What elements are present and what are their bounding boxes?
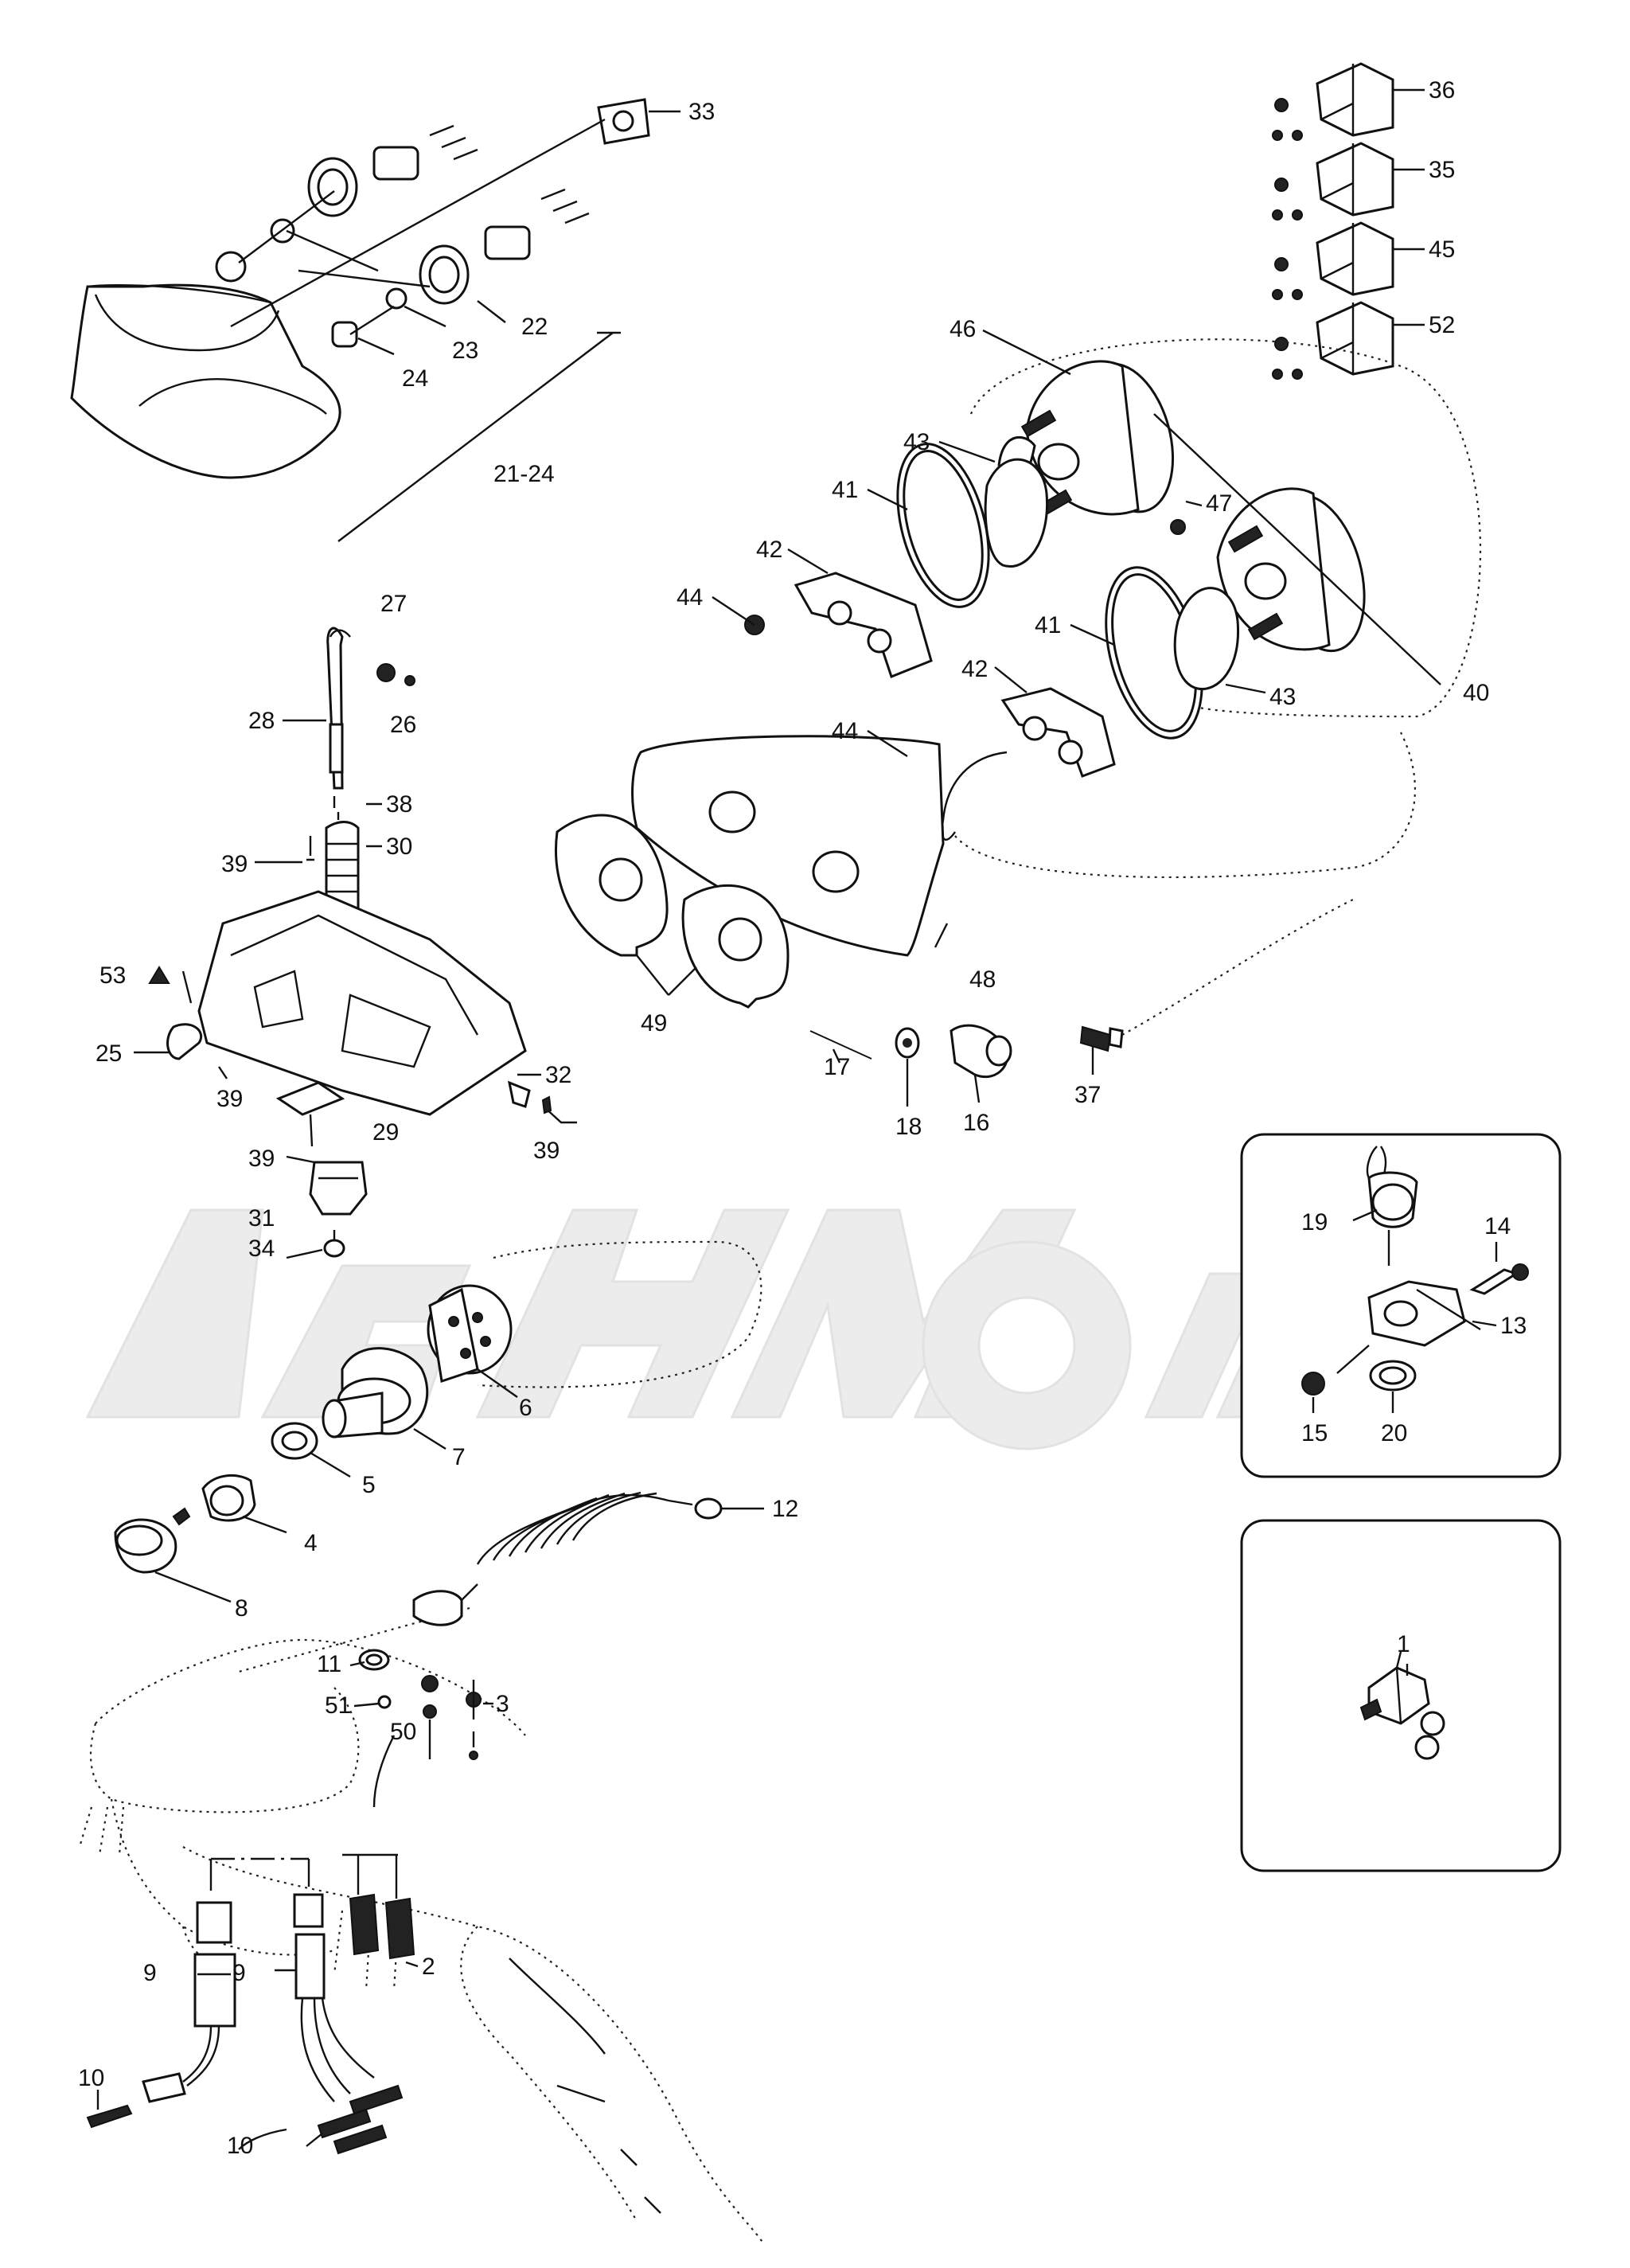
callout-39c: 39 — [533, 1138, 560, 1164]
speedo-cable — [809, 899, 1354, 1103]
lamp-45 — [1272, 221, 1394, 300]
callout-32: 32 — [545, 1062, 571, 1088]
flasher-relay-box — [1240, 1133, 1562, 1478]
callout-9a: 9 — [143, 1960, 157, 1986]
callout-10b: 10 — [227, 2133, 253, 2159]
callout-14: 14 — [1484, 1213, 1511, 1239]
callout-19: 19 — [1301, 1209, 1328, 1235]
callout-8: 8 — [235, 1595, 248, 1622]
lamp-36 — [1272, 62, 1394, 141]
callout-30: 30 — [386, 833, 412, 860]
callout-2: 2 — [422, 1954, 435, 1980]
callout-40: 40 — [1463, 680, 1489, 706]
callout-18: 18 — [895, 1114, 922, 1140]
callout-53: 53 — [99, 962, 126, 989]
callout-41a: 41 — [832, 477, 858, 503]
callout-39d: 39 — [248, 1146, 275, 1172]
callout-43b: 43 — [1269, 684, 1296, 710]
callout-17: 17 — [824, 1054, 850, 1080]
lamp-35 — [1272, 142, 1394, 221]
callout-7: 7 — [452, 1444, 466, 1470]
callout-27: 27 — [380, 591, 407, 617]
leader-lines — [96, 110, 1498, 2147]
callout-34: 34 — [248, 1235, 275, 1262]
callout-22: 22 — [521, 314, 548, 340]
callout-44a: 44 — [677, 584, 703, 611]
callout-13: 13 — [1500, 1313, 1527, 1339]
callout-15: 15 — [1301, 1420, 1328, 1446]
callout-42a: 42 — [756, 537, 782, 563]
callout-16: 16 — [963, 1110, 989, 1136]
headlight-stay — [148, 627, 577, 1258]
callout-44b: 44 — [832, 718, 858, 744]
callout-39a: 39 — [221, 851, 248, 877]
callout-38: 38 — [386, 791, 412, 818]
callout-37: 37 — [1074, 1082, 1101, 1108]
callout-3: 3 — [496, 1691, 509, 1717]
callout-41b: 41 — [1035, 612, 1061, 638]
callout-35: 35 — [1429, 157, 1455, 183]
callout-20: 20 — [1381, 1420, 1407, 1446]
callout-11: 11 — [317, 1651, 341, 1677]
callout-48: 48 — [969, 966, 996, 993]
callout-26: 26 — [390, 712, 416, 738]
callout-4: 4 — [304, 1530, 318, 1556]
callout-31: 31 — [248, 1205, 275, 1232]
gauge-40 — [1216, 487, 1366, 653]
callout-50: 50 — [390, 1719, 416, 1745]
lamp-52 — [1272, 301, 1394, 380]
warning-lamps — [1272, 62, 1425, 380]
callout-24: 24 — [402, 365, 428, 392]
callout-21-24: 21-24 — [493, 461, 555, 487]
callout-33: 33 — [688, 99, 715, 125]
callout-10a: 10 — [78, 2065, 104, 2091]
callout-labels: 33 22 23 24 21-24 36 35 45 52 46 43 41 4… — [78, 77, 1527, 2159]
main-switch — [114, 1240, 762, 1574]
callout-12: 12 — [772, 1496, 798, 1522]
callout-42b: 42 — [961, 656, 988, 682]
callout-39b: 39 — [216, 1086, 243, 1112]
callout-1: 1 — [1397, 1631, 1410, 1657]
frame-and-wiring — [78, 1491, 765, 2246]
callout-29: 29 — [372, 1119, 399, 1146]
callout-46: 46 — [950, 316, 976, 342]
callout-43a: 43 — [903, 429, 930, 455]
callout-25: 25 — [96, 1040, 122, 1067]
callout-45: 45 — [1429, 236, 1455, 263]
callout-51: 51 — [325, 1692, 351, 1719]
callout-47: 47 — [1206, 490, 1232, 517]
callout-9b: 9 — [232, 1960, 246, 1986]
gauges — [744, 338, 1481, 879]
callout-6: 6 — [519, 1395, 532, 1421]
ignition-switch-box — [1240, 1519, 1562, 1872]
callout-49: 49 — [641, 1010, 667, 1036]
callout-28: 28 — [248, 708, 275, 734]
callout-5: 5 — [362, 1472, 376, 1498]
headlight-assembly — [70, 98, 650, 542]
callout-36: 36 — [1429, 77, 1455, 103]
callout-23: 23 — [452, 338, 478, 364]
callout-52: 52 — [1429, 312, 1455, 338]
gauge-panel — [555, 735, 945, 1009]
